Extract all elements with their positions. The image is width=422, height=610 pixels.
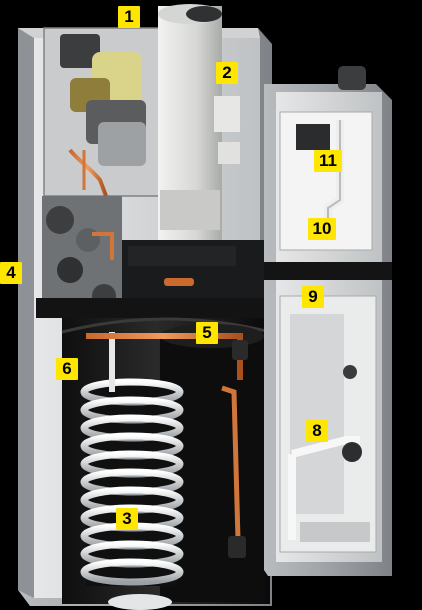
callout-3: 3 (116, 508, 138, 530)
brand-logo (164, 278, 194, 286)
callout-5: 5 (196, 322, 218, 344)
callout-1: 1 (118, 6, 140, 28)
callout-6: 6 (56, 358, 78, 380)
heat-exchanger-coil (80, 332, 184, 586)
copper-pipe (86, 333, 243, 380)
callout-10: 10 (308, 218, 336, 240)
compressor (158, 4, 240, 246)
callout-11: 11 (314, 150, 342, 172)
callout-4: 4 (0, 262, 22, 284)
callout-8: 8 (306, 420, 328, 442)
hot-water-tank (61, 317, 271, 604)
callout-2: 2 (216, 62, 238, 84)
callout-9: 9 (302, 286, 324, 308)
